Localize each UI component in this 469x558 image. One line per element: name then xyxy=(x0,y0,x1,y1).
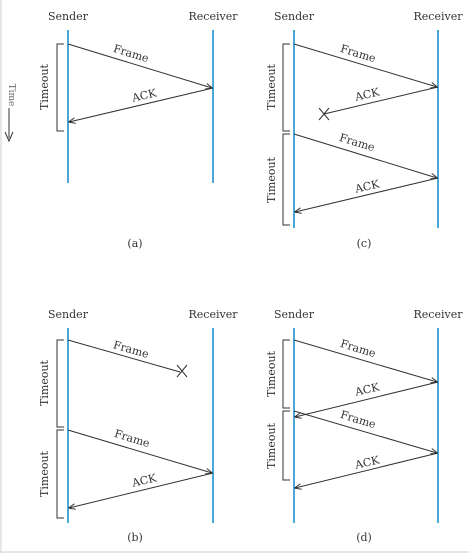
time-axis-arrowhead xyxy=(4,131,14,143)
ack-arrow xyxy=(295,381,439,417)
ack-arrow-lost xyxy=(323,86,439,115)
ack-label: ACK xyxy=(130,86,159,105)
ack-label: ACK xyxy=(353,380,382,399)
frame-label: Frame xyxy=(338,131,377,154)
timeout-bracket xyxy=(282,133,290,226)
timeout-bracket xyxy=(56,429,64,519)
ack-label: ACK xyxy=(353,453,382,472)
timeout-bracket xyxy=(282,410,290,481)
sender-header: Sender xyxy=(274,308,315,321)
ack-arrow xyxy=(69,472,214,508)
sender-header: Sender xyxy=(48,10,89,23)
timeout-label: Timeout xyxy=(38,63,51,110)
timeout-bracket xyxy=(282,339,290,409)
ack-label: ACK xyxy=(130,471,159,490)
diagram-b: Sender Receiver Timeout Timeout Frame Fr… xyxy=(38,308,238,544)
sender-header: Sender xyxy=(274,10,315,23)
time-axis: Time xyxy=(4,84,16,143)
timeout-label: Timeout xyxy=(38,450,51,497)
lost-x-icon xyxy=(318,107,330,121)
caption: (d) xyxy=(356,531,372,544)
diagram-d: Sender Receiver Timeout Timeout Frame AC… xyxy=(265,308,463,544)
frame-arrow xyxy=(67,429,212,473)
timeout-label: Timeout xyxy=(265,156,278,203)
timeout-label: Timeout xyxy=(38,359,51,406)
ack-arrow xyxy=(69,87,214,122)
receiver-header: Receiver xyxy=(189,10,239,23)
timeout-bracket xyxy=(56,43,64,132)
caption: (b) xyxy=(127,531,143,544)
frame-label: Frame xyxy=(339,337,378,360)
timeout-bracket xyxy=(282,43,290,132)
caption: (c) xyxy=(357,237,372,250)
frame-label: Frame xyxy=(113,427,152,450)
frame-arrow xyxy=(293,339,437,382)
frame-arrow xyxy=(67,43,212,88)
ack-label: ACK xyxy=(353,177,382,196)
frame-label: Frame xyxy=(339,42,378,65)
ack-arrow xyxy=(295,177,439,212)
diagram-a: Sender Receiver Timeout Frame ACK (a) xyxy=(38,10,238,250)
diagram-c: Sender Receiver Timeout Timeout Frame AC… xyxy=(265,10,463,250)
frame-arrow-lost xyxy=(67,339,181,373)
frame-label: Frame xyxy=(112,42,151,65)
frame-arrow xyxy=(293,133,437,178)
sender-header: Sender xyxy=(48,308,89,321)
timeout-bracket xyxy=(56,339,64,428)
ack-arrow xyxy=(295,452,439,488)
receiver-header: Receiver xyxy=(414,308,464,321)
frame-arrow xyxy=(293,410,437,453)
ack-label: ACK xyxy=(353,85,382,104)
caption: (a) xyxy=(127,237,142,250)
timeout-label: Timeout xyxy=(265,63,278,110)
frame-label: Frame xyxy=(339,408,378,431)
timeout-label: Timeout xyxy=(265,350,278,397)
lost-x-icon xyxy=(176,364,188,378)
receiver-header: Receiver xyxy=(414,10,464,23)
receiver-header: Receiver xyxy=(189,308,239,321)
frame-arrow xyxy=(293,43,437,87)
time-axis-label: Time xyxy=(6,84,16,107)
timeout-label: Timeout xyxy=(265,422,278,469)
